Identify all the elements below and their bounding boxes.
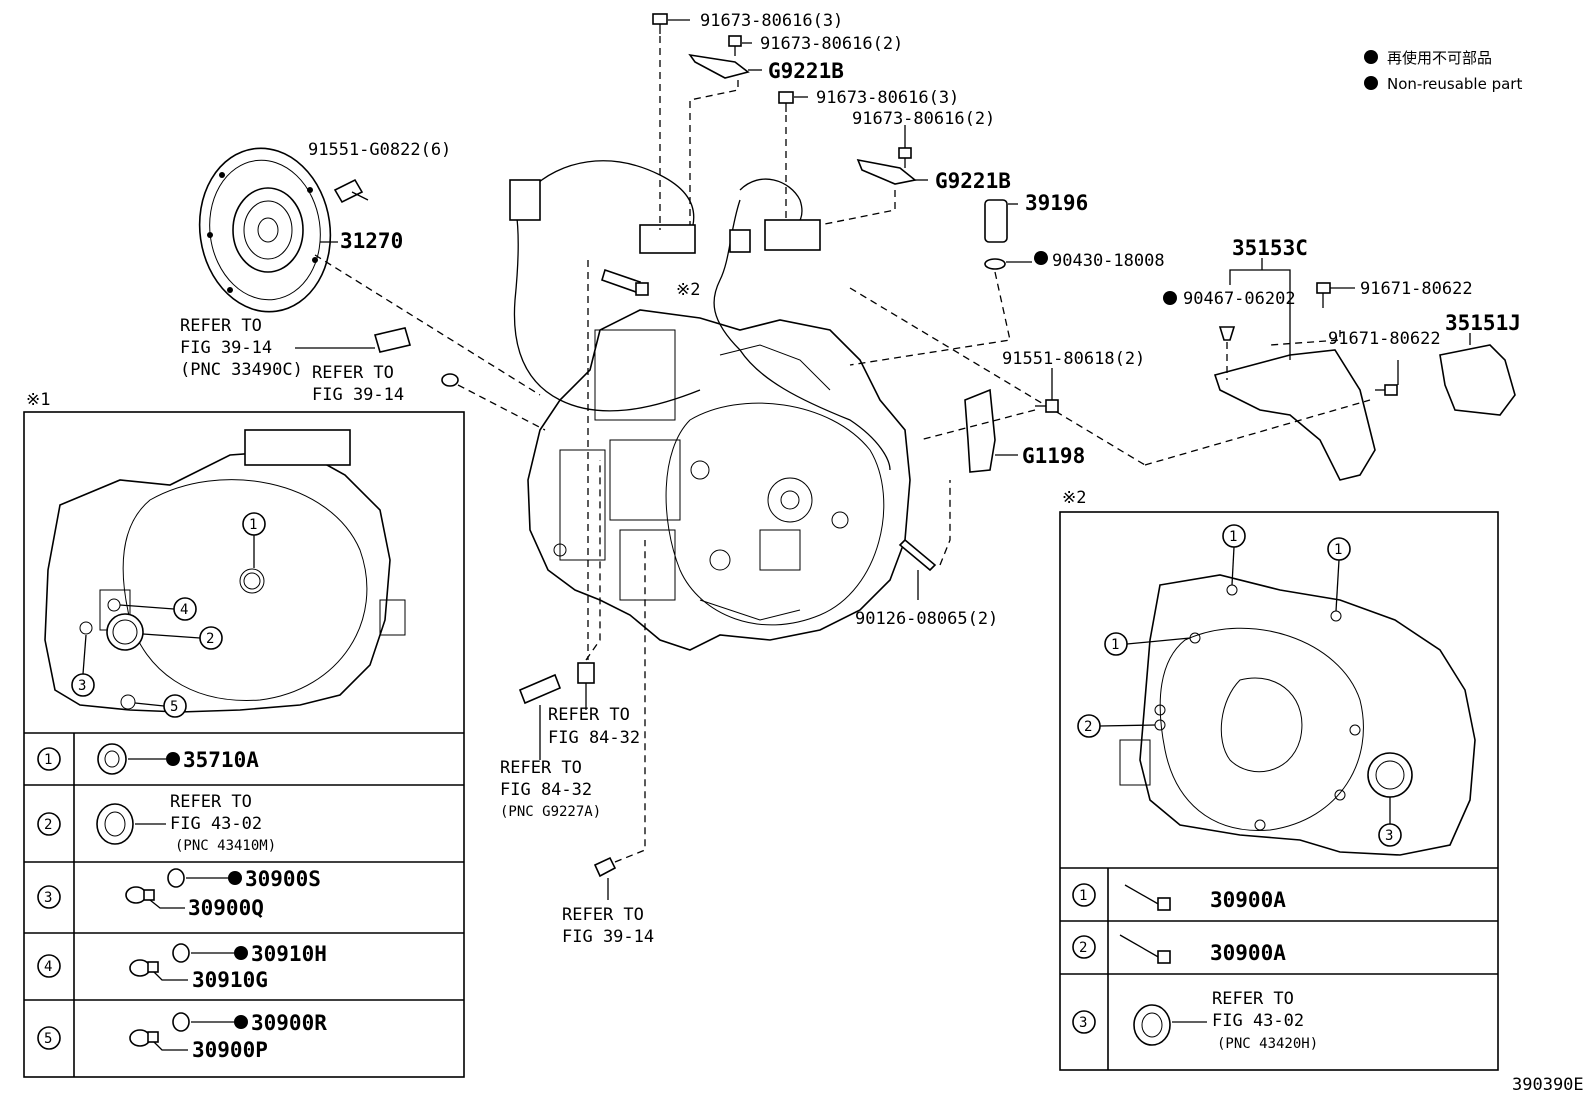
callout-clip: 90467-06202	[1183, 289, 1296, 309]
refer-84-32-a-line1: REFER TO	[548, 705, 630, 725]
callout-bolt-top-2: 91673-80616(2)	[760, 34, 903, 54]
left-row2-ref-line1: REFER TO	[170, 792, 252, 812]
callout-labels: 91673-80616(3) 91673-80616(2) G9221B 916…	[180, 11, 1521, 947]
legend-en: Non-reusable part	[1387, 75, 1522, 93]
refer-84-32-b-line3: (PNC G9227A)	[500, 804, 601, 820]
left-row4-part-b: 30910G	[192, 968, 268, 992]
callout-stud: 90126-08065(2)	[855, 609, 998, 629]
non-reusable-dot-icon	[1364, 50, 1378, 64]
inset-left-sketch-num-2: 2	[206, 631, 214, 647]
left-row1-part: 35710A	[183, 748, 259, 772]
non-reusable-dot-icon	[1364, 76, 1378, 90]
inset-right-sketch-num-1a: 1	[1229, 529, 1237, 545]
inset-left: ※1 1 2 3	[23, 390, 465, 1078]
inset-right-sketch-num-1b: 1	[1334, 542, 1342, 558]
left-row3-part-b: 30900Q	[188, 896, 264, 920]
callout-bolt-g1198: 91551-80618(2)	[1002, 349, 1145, 369]
inset-right: ※2 1 1 1	[1059, 488, 1499, 1071]
right-row-num-2: 2	[1079, 940, 1087, 956]
inset-left-housing	[44, 429, 406, 713]
pipes-and-fittings	[295, 254, 649, 900]
left-row2-ref-line3: (PNC 43410M)	[175, 838, 276, 854]
flywheel-damper	[198, 147, 369, 313]
left-row-num-1: 1	[44, 752, 52, 768]
left-row-num-4: 4	[44, 959, 52, 975]
refer-39-14-a-line3: (PNC 33490C)	[180, 360, 303, 380]
inset-left-sketch-num-4: 4	[180, 602, 188, 618]
callout-bolt-mid-2: 91673-80616(2)	[852, 109, 995, 129]
refer-39-14-a-line1: REFER TO	[180, 316, 262, 336]
right-row3-ref-line1: REFER TO	[1212, 989, 1294, 1009]
callout-bolt-top-1: 91673-80616(3)	[700, 11, 843, 31]
left-row-num-2: 2	[44, 817, 52, 833]
left-row5-part-b: 30900P	[192, 1038, 268, 1062]
inset-right-sketch-num-1c: 1	[1111, 637, 1119, 653]
callout-plate: G1198	[1022, 444, 1085, 468]
callout-bolt-flywheel: 91551-G0822(6)	[308, 140, 451, 160]
right-row2-part: 30900A	[1210, 941, 1286, 965]
left-row-num-3: 3	[44, 890, 52, 906]
refer-39-14-c-line1: REFER TO	[562, 905, 644, 925]
callout-bolt-35153c-2: 91671-80622	[1328, 329, 1441, 349]
left-row5-part-a: 30900R	[251, 1011, 327, 1035]
callout-bracket-mid: G9221B	[935, 169, 1011, 193]
side-brackets	[849, 258, 1516, 600]
callout-ref-mark-2: ※2	[676, 280, 700, 300]
left-row2-ref-line2: FIG 43-02	[170, 814, 262, 834]
right-row-num-3: 3	[1079, 1015, 1087, 1031]
refer-84-32-a-line2: FIG 84-32	[548, 728, 640, 748]
transaxle-assembly-illustration	[509, 160, 911, 651]
callout-bolt-mid-1: 91673-80616(3)	[816, 88, 959, 108]
callout-flywheel: 31270	[340, 229, 403, 253]
refer-39-14-b-line2: FIG 39-14	[312, 385, 404, 405]
inset-right-sketch-num-3: 3	[1385, 828, 1393, 844]
refer-39-14-b-line1: REFER TO	[312, 363, 394, 383]
inset-right-sketch-num-2: 2	[1084, 719, 1092, 735]
refer-39-14-a-line2: FIG 39-14	[180, 338, 272, 358]
legend-ja: 再使用不可部品	[1387, 49, 1492, 67]
right-row3-ref-line2: FIG 43-02	[1212, 1011, 1304, 1031]
right-row3-ref-line3: (PNC 43420H)	[1217, 1036, 1318, 1052]
inset-right-mark: ※2	[1062, 488, 1086, 508]
callout-bolt-35153c-1: 91671-80622	[1360, 279, 1473, 299]
inset-left-sketch-num-5: 5	[170, 699, 178, 715]
left-row-num-5: 5	[44, 1031, 52, 1047]
callout-bracket-assy: 35153C	[1232, 236, 1308, 260]
callout-gasket: 90430-18008	[1052, 251, 1165, 271]
callout-bracket-35151j: 35151J	[1445, 311, 1521, 335]
left-row3-part-a: 30900S	[245, 867, 321, 891]
legend: 再使用不可部品 Non-reusable part	[1364, 49, 1522, 93]
inset-left-sketch-num-3: 3	[78, 678, 86, 694]
callout-bracket-top: G9221B	[768, 59, 844, 83]
inset-right-housing	[1119, 574, 1476, 856]
upper-brackets	[652, 13, 928, 230]
refer-84-32-b-line1: REFER TO	[500, 758, 582, 778]
inset-left-sketch-num-1: 1	[249, 517, 257, 533]
callout-sensor: 39196	[1025, 191, 1088, 215]
right-row-num-1: 1	[1079, 888, 1087, 904]
inset-left-mark: ※1	[26, 390, 50, 410]
drawing-id: 390390E	[1512, 1075, 1584, 1095]
left-row4-part-a: 30910H	[251, 942, 327, 966]
sensor-and-gasket	[849, 199, 1048, 366]
right-row1-part: 30900A	[1210, 888, 1286, 912]
refer-84-32-b-line2: FIG 84-32	[500, 780, 592, 800]
refer-39-14-c-line2: FIG 39-14	[562, 927, 654, 947]
